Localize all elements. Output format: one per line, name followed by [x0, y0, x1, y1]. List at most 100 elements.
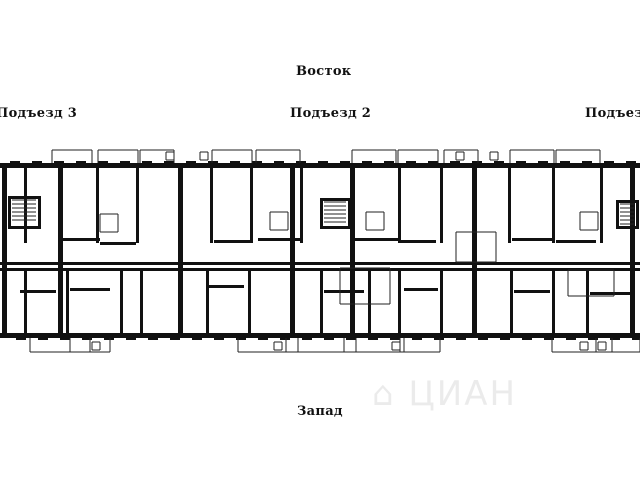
bearing-wall: [58, 163, 63, 338]
partition-wall: [398, 163, 401, 243]
room-wall: [514, 290, 550, 293]
partition-wall: [24, 163, 27, 243]
partition-wall: [368, 271, 371, 333]
window-mark: [142, 161, 152, 163]
bearing-wall: [630, 163, 635, 338]
window-mark: [538, 161, 548, 163]
room-wall: [20, 290, 56, 293]
window-mark: [544, 338, 554, 340]
window-mark: [98, 161, 108, 163]
window-mark: [208, 161, 218, 163]
window-mark: [588, 338, 598, 340]
bearing-wall: [350, 163, 355, 338]
window-mark: [566, 338, 576, 340]
window-mark: [10, 161, 20, 163]
window-mark: [456, 338, 466, 340]
window-mark: [560, 161, 570, 163]
bearing-wall: [290, 163, 295, 338]
room-wall: [590, 292, 630, 295]
stair-core-wall: [616, 226, 636, 229]
room-wall: [100, 242, 136, 245]
window-mark: [324, 338, 334, 340]
partition-wall: [300, 163, 303, 243]
window-mark: [236, 338, 246, 340]
partition-wall: [440, 271, 443, 333]
partition-wall: [24, 271, 27, 333]
room-wall: [70, 288, 110, 291]
partition-wall: [210, 163, 213, 243]
window-mark: [38, 338, 48, 340]
window-mark: [340, 161, 350, 163]
window-mark: [626, 161, 636, 163]
stair-core-wall: [616, 200, 636, 203]
window-mark: [434, 338, 444, 340]
window-mark: [16, 338, 26, 340]
partition-wall: [140, 271, 143, 333]
window-mark: [428, 161, 438, 163]
room-wall: [214, 240, 250, 243]
stair-core-wall: [348, 198, 351, 229]
window-mark: [500, 338, 510, 340]
window-mark: [258, 338, 268, 340]
window-mark: [120, 161, 130, 163]
thin-lines: [12, 149, 640, 353]
window-mark: [522, 338, 532, 340]
window-mark: [126, 338, 136, 340]
partition-wall: [248, 271, 251, 333]
partition-wall: [96, 163, 99, 243]
window-mark: [478, 338, 488, 340]
room-wall: [400, 240, 436, 243]
stair-core-wall: [320, 198, 323, 226]
window-mark: [32, 161, 42, 163]
window-mark: [302, 338, 312, 340]
east-facade-wall: [0, 163, 640, 168]
window-mark: [412, 338, 422, 340]
bearing-wall: [472, 163, 477, 338]
window-mark: [230, 161, 240, 163]
window-mark: [368, 338, 378, 340]
partition-wall: [552, 271, 555, 333]
corridor-wall-lower: [0, 268, 640, 271]
window-mark: [610, 338, 620, 340]
west-facade-wall: [0, 333, 640, 338]
window-mark: [192, 338, 202, 340]
partition-wall: [120, 271, 123, 333]
partition-wall: [136, 163, 139, 243]
partition-wall: [398, 271, 401, 333]
partition-wall: [586, 271, 589, 333]
stair-core-wall: [8, 226, 38, 229]
direction-east-label: Восток: [296, 64, 352, 79]
room-wall: [208, 285, 244, 288]
partition-wall: [508, 163, 511, 243]
partition-wall: [320, 271, 323, 333]
stair-core-wall: [320, 198, 348, 201]
entrance-2-label: Подъезд 2: [290, 106, 372, 121]
window-mark: [82, 338, 92, 340]
window-mark: [164, 161, 174, 163]
room-wall: [354, 238, 398, 241]
room-wall: [512, 238, 552, 241]
partition-wall: [600, 163, 603, 243]
window-mark: [472, 161, 482, 163]
window-mark: [318, 161, 328, 163]
stair-core-wall: [8, 196, 38, 199]
window-mark: [406, 161, 416, 163]
bearing-wall: [2, 163, 7, 338]
window-mark: [214, 338, 224, 340]
partition-wall: [510, 271, 513, 333]
window-mark: [582, 161, 592, 163]
room-wall: [60, 238, 100, 241]
room-wall: [258, 238, 300, 241]
partition-wall: [440, 163, 443, 243]
entrance-3-label: Подъезд 3: [0, 106, 78, 121]
stair-core-wall: [616, 200, 619, 226]
direction-west-label: Запад: [297, 404, 343, 419]
room-wall: [556, 240, 596, 243]
window-mark: [390, 338, 400, 340]
window-mark: [54, 161, 64, 163]
window-mark: [252, 161, 262, 163]
window-mark: [346, 338, 356, 340]
window-mark: [296, 161, 306, 163]
window-mark: [516, 161, 526, 163]
